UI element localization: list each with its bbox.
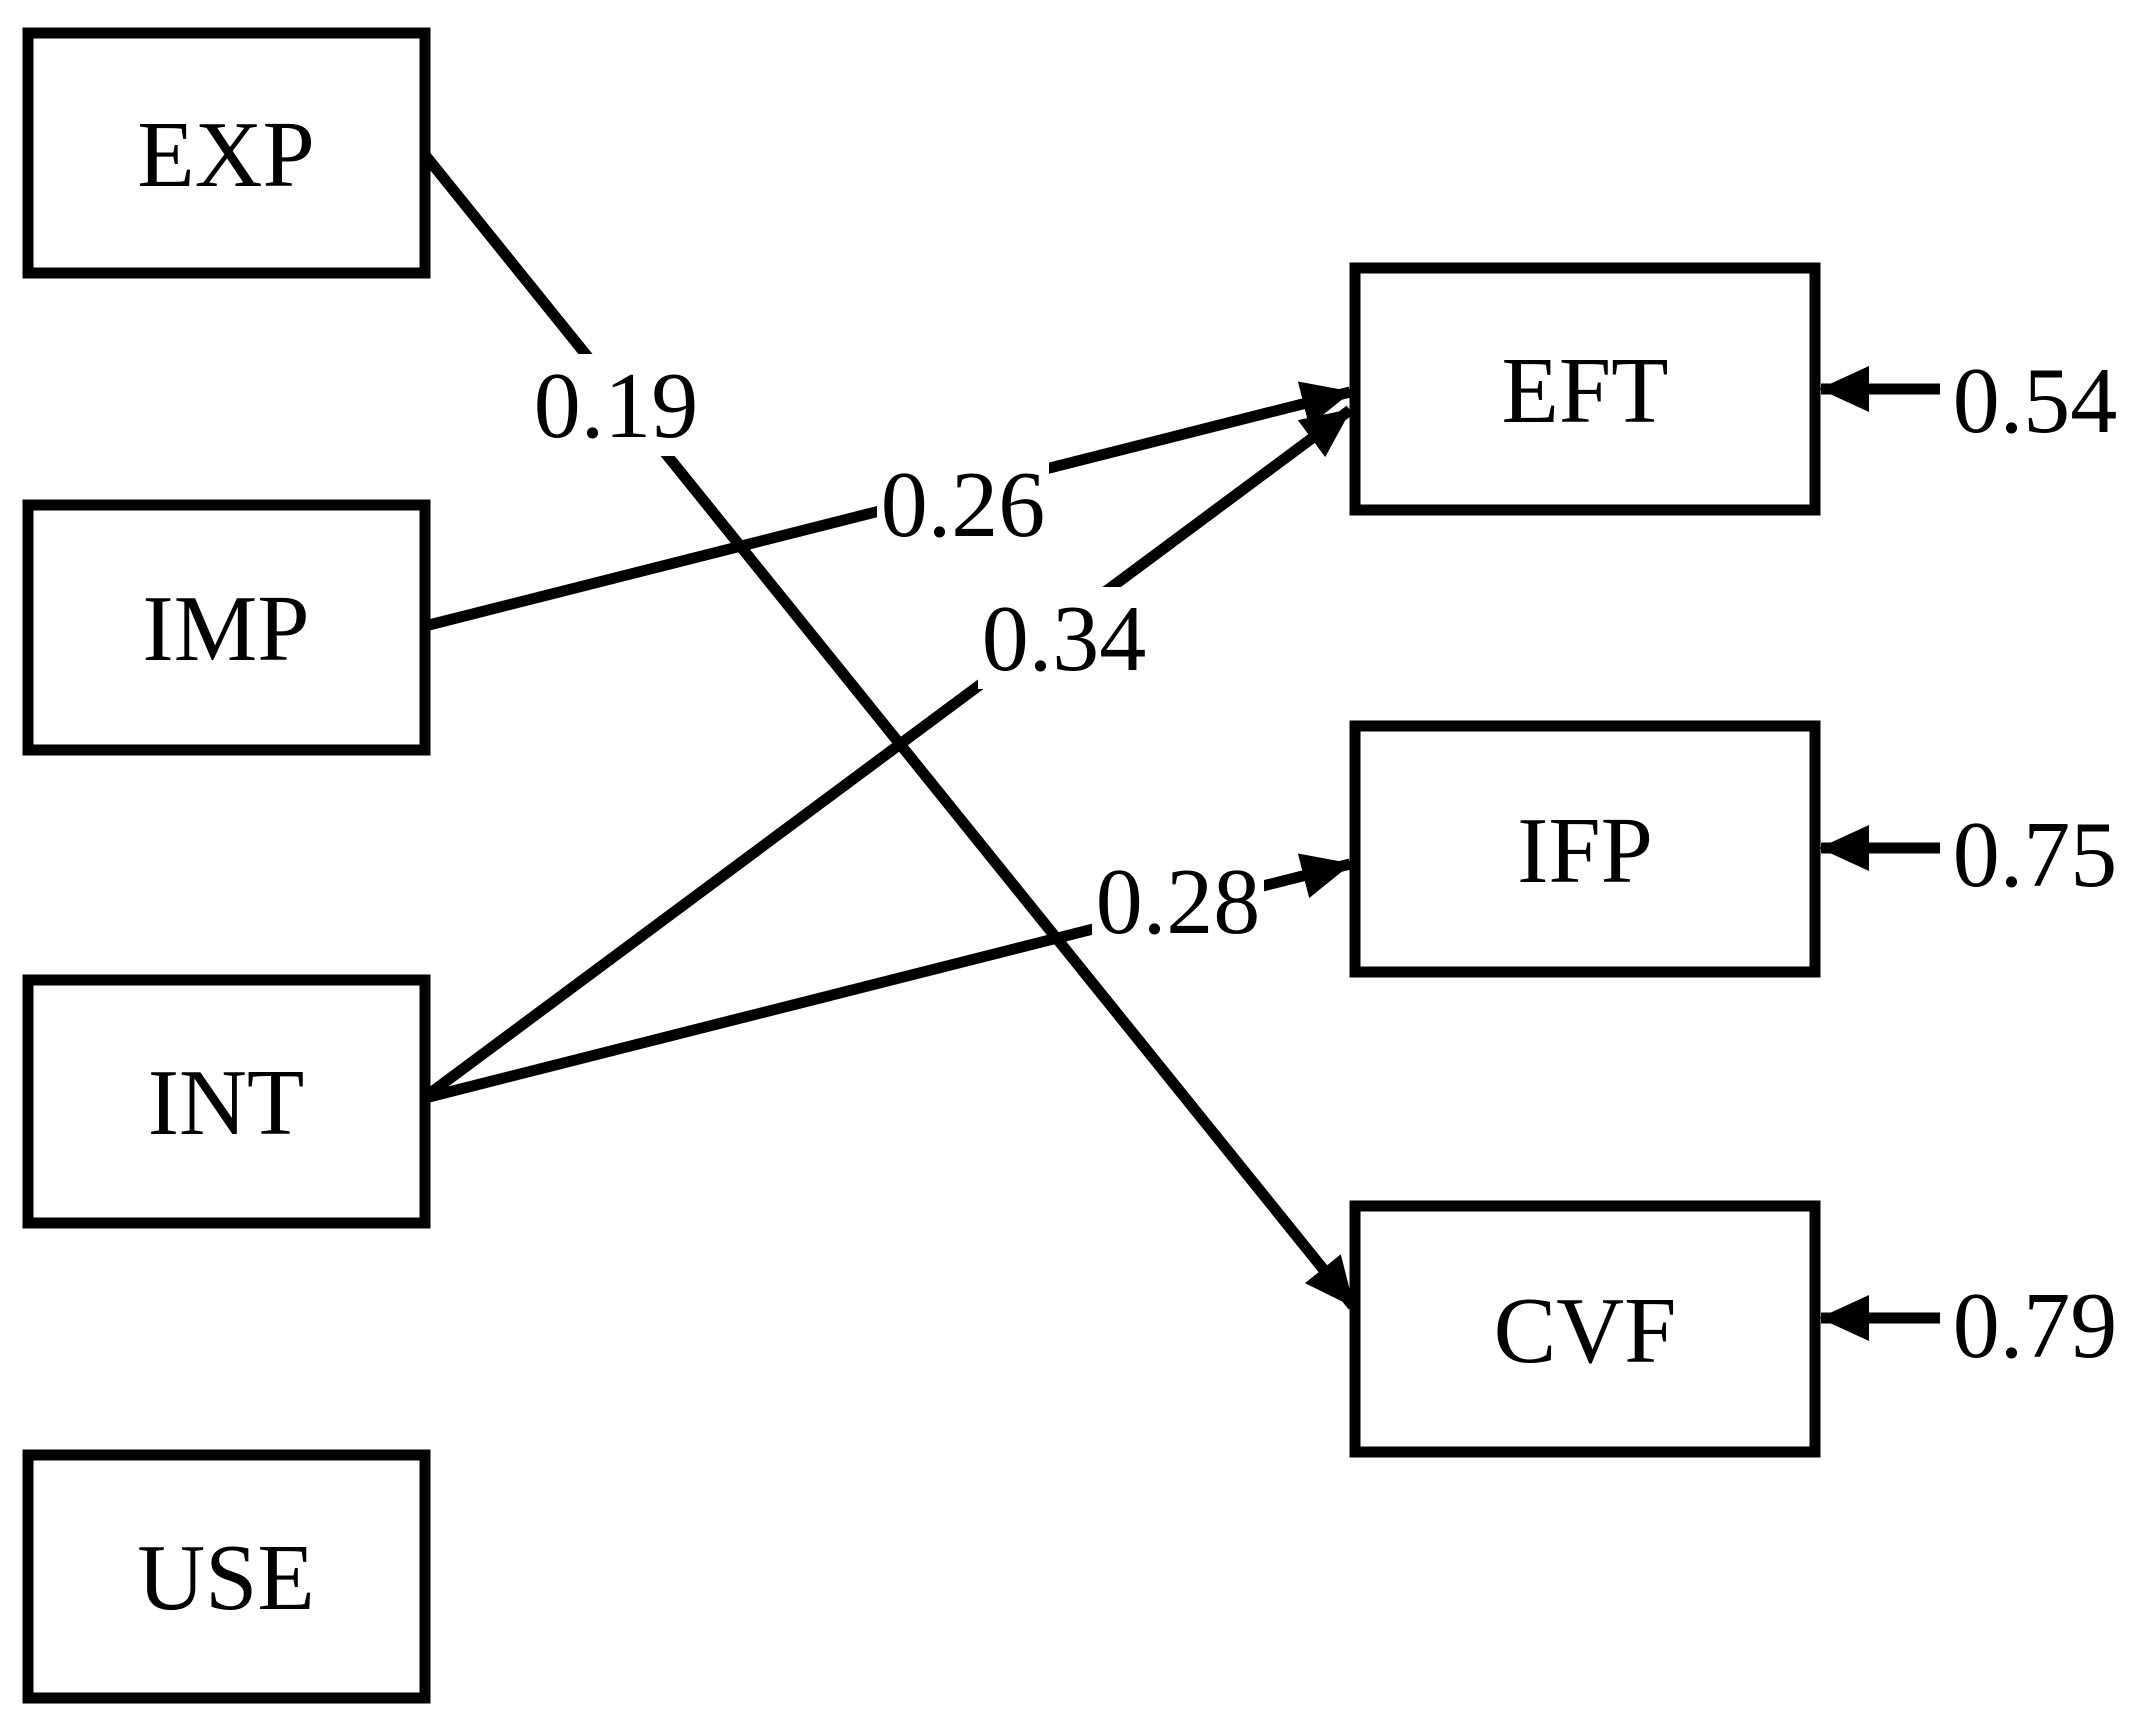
- node-ifp-label: IFP: [1517, 799, 1653, 903]
- coefficient-gap-imp-eft: [877, 453, 1049, 555]
- error-value-eft: 0.54: [1953, 349, 2118, 453]
- node-int-label: INT: [148, 1051, 305, 1155]
- path-arrows: [420, 151, 1358, 1310]
- node-use-label: USE: [137, 1526, 315, 1630]
- node-cvf-box: [1349, 1200, 1821, 1458]
- node-exp-label: EXP: [137, 103, 315, 207]
- node-ifp: IFP: [1349, 720, 1821, 978]
- node-imp-label: IMP: [142, 577, 309, 681]
- path-arrow-int-eft: [421, 405, 1354, 1102]
- node-cvf-label: CVF: [1494, 1279, 1677, 1383]
- node-cvf: CVF: [1349, 1200, 1821, 1458]
- error-value-cvf: 0.79: [1953, 1274, 2118, 1378]
- node-eft: EFT: [1349, 262, 1821, 516]
- error-arrows: [1819, 366, 1940, 1341]
- node-eft-label: EFT: [1501, 339, 1668, 443]
- coefficient-label-imp-eft: 0.26: [881, 453, 1046, 557]
- node-use-box: [22, 1449, 431, 1704]
- error-values: 0.54 0.75 0.79: [1953, 349, 2118, 1378]
- node-exp-box: [22, 27, 431, 279]
- error-value-ifp: 0.75: [1953, 803, 2118, 907]
- coefficient-gap-exp-cvf: [530, 354, 702, 456]
- path-coefficients: 0.19 0.26 0.34 0.28: [530, 354, 1264, 954]
- coefficient-gap-int-eft: [978, 587, 1150, 689]
- path-arrow-exp-cvf: [420, 151, 1358, 1310]
- node-use: USE: [22, 1449, 431, 1704]
- node-eft-box: [1349, 262, 1821, 516]
- node-int: INT: [22, 974, 431, 1229]
- node-imp: IMP: [22, 499, 431, 756]
- node-int-box: [22, 974, 431, 1229]
- coefficient-label-int-eft: 0.34: [982, 587, 1147, 691]
- node-imp-box: [22, 499, 431, 756]
- coefficient-label-exp-cvf: 0.19: [534, 354, 699, 458]
- coefficient-gap-int-ifp: [1092, 850, 1264, 952]
- coefficient-label-int-ifp: 0.28: [1096, 850, 1261, 954]
- node-ifp-box: [1349, 720, 1821, 978]
- node-exp: EXP: [22, 27, 431, 279]
